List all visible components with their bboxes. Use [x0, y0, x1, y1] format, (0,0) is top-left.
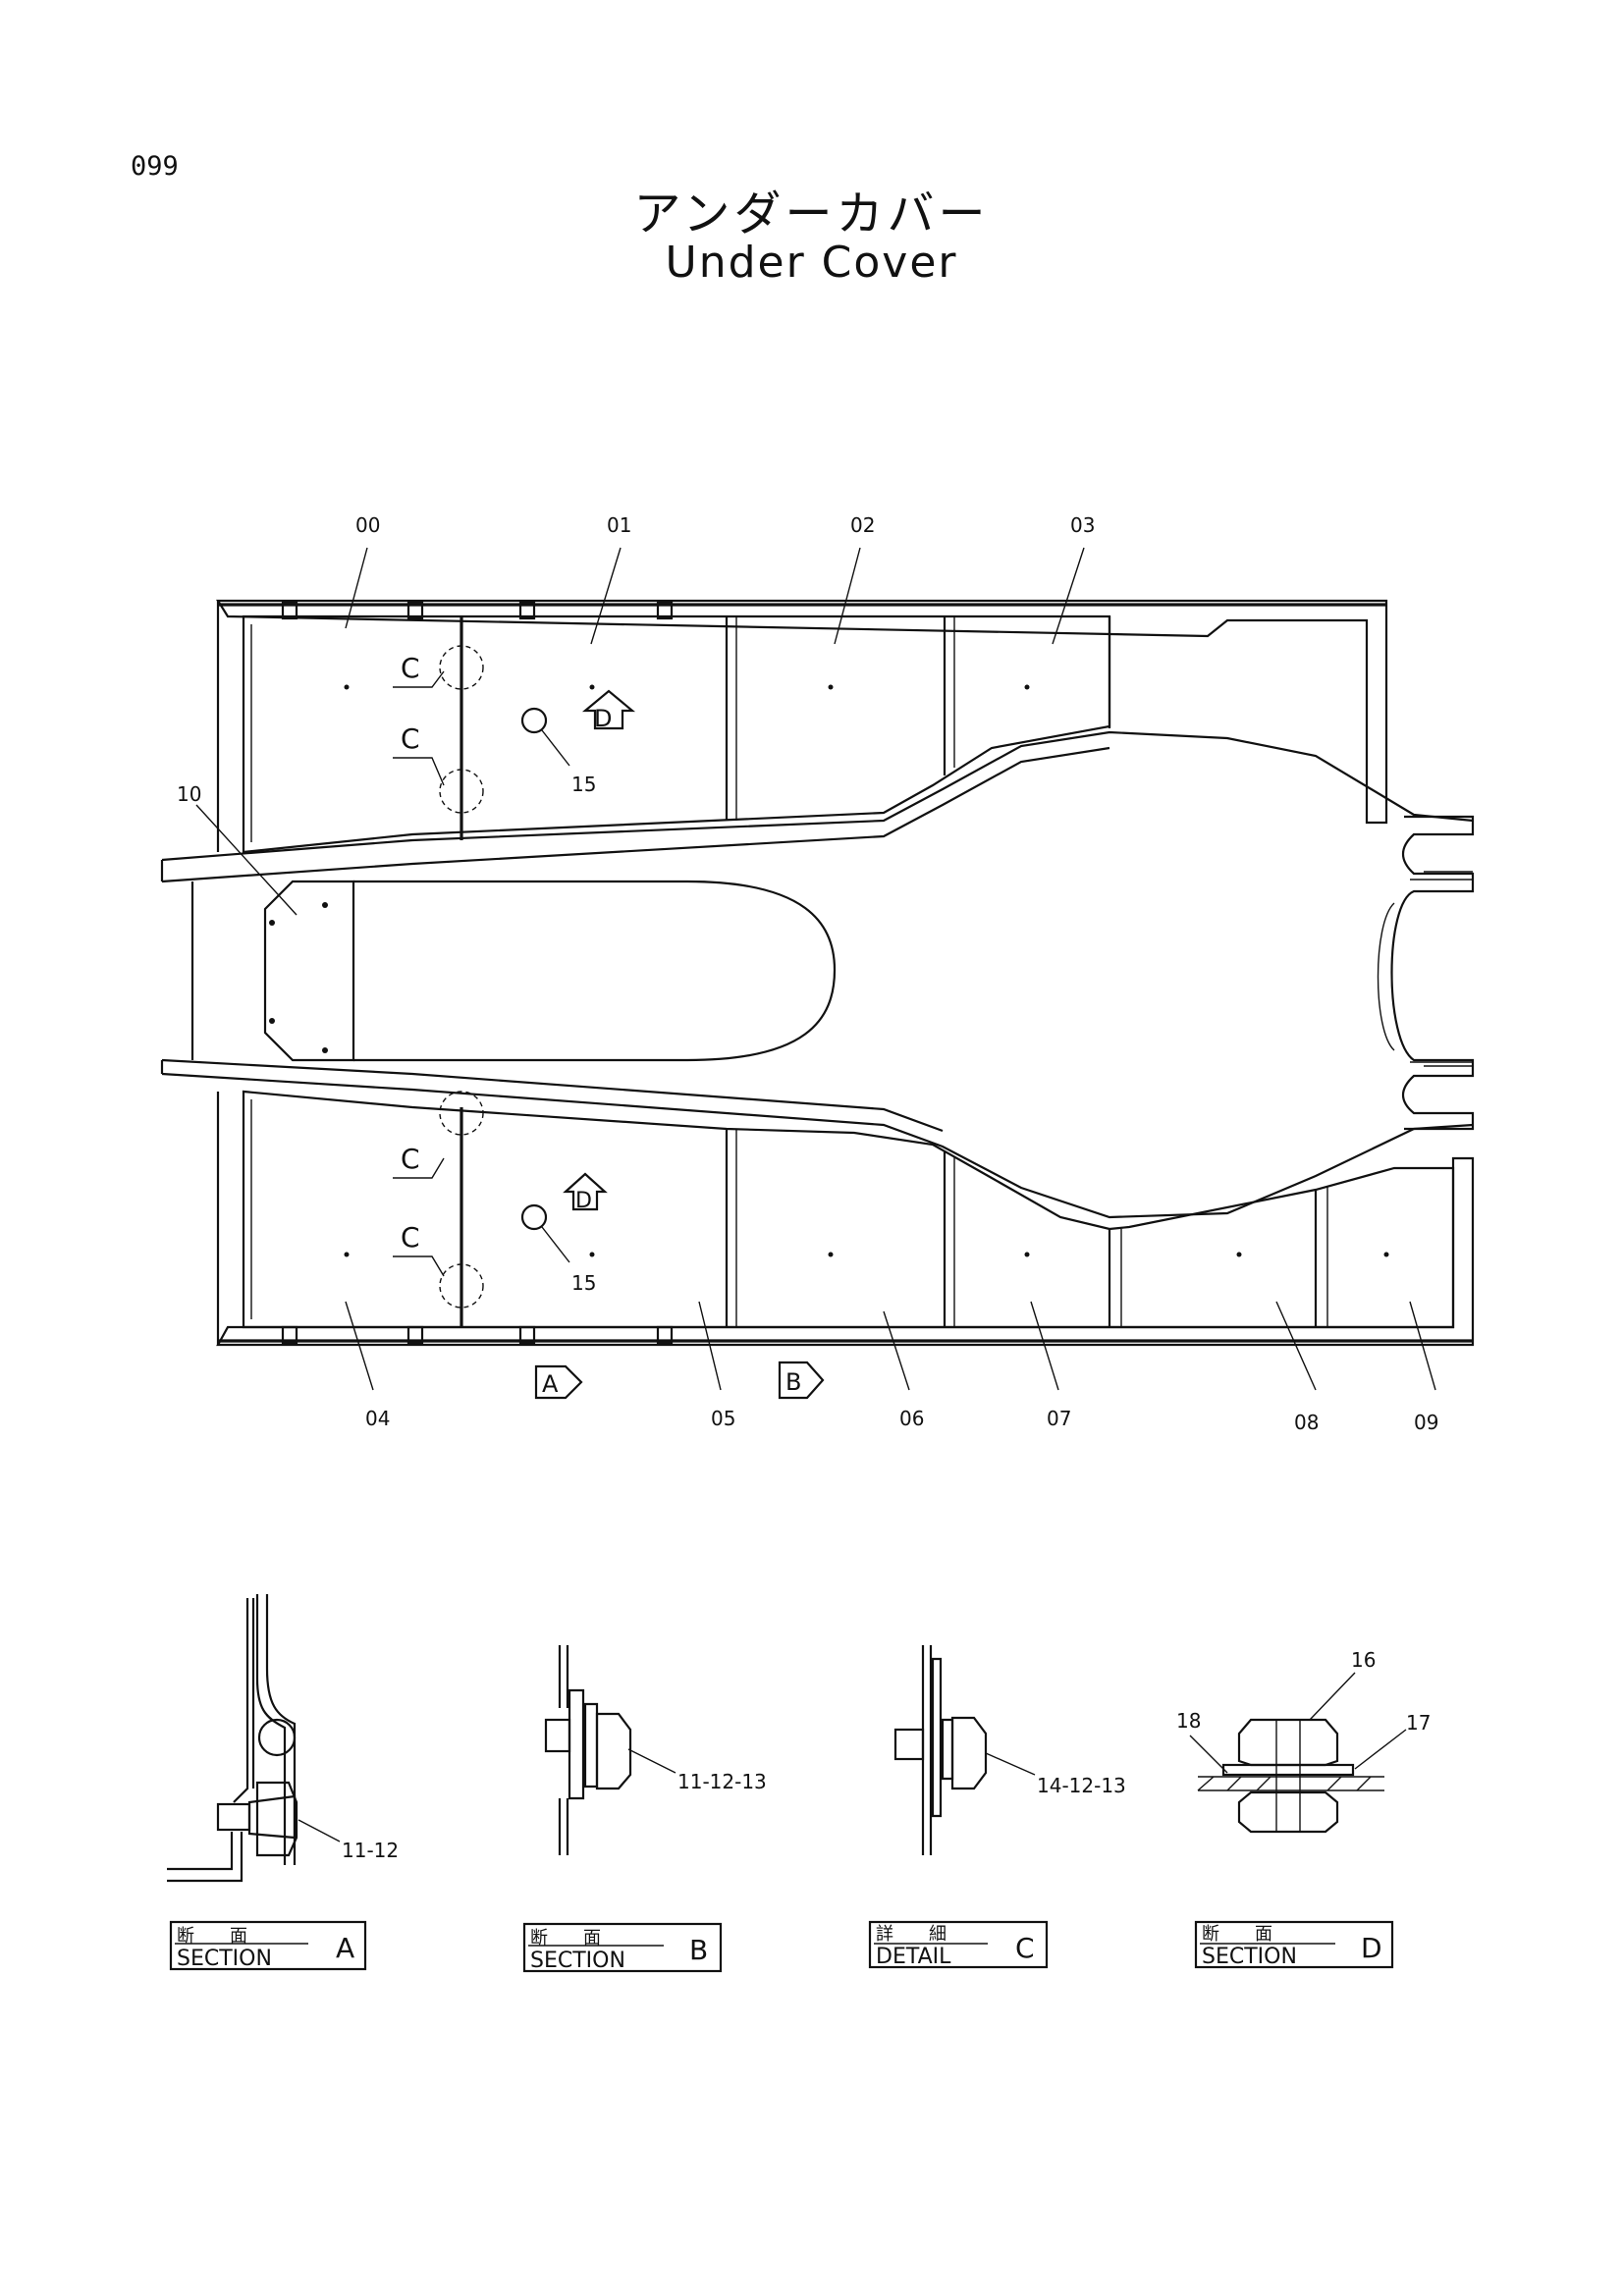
callout-18: 18: [1176, 1709, 1201, 1733]
detail-c-circles: [439, 645, 484, 1308]
track-frame-upper-arm-inner: [161, 746, 1110, 883]
detail-c-drawing: 14-12-13: [893, 1645, 1126, 1855]
right-end-ring: [1377, 902, 1395, 1051]
svg-text:断 面: 断 面: [177, 1926, 247, 1947]
part-leader-lines: [195, 547, 1436, 1391]
view-marker-b: B: [785, 1368, 801, 1396]
bolt-holes: [269, 684, 1389, 1257]
svg-text:詳 細: 詳 細: [876, 1924, 947, 1945]
frame-outline-bottom: [216, 1156, 1475, 1347]
hinge-brackets-bottom: [281, 1325, 674, 1345]
c-leader-lines: [393, 670, 445, 1277]
hinge-brackets-top: [281, 601, 674, 620]
svg-text:A: A: [336, 1932, 354, 1964]
svg-text:SECTION: SECTION: [530, 1949, 625, 1973]
view-marker-a: A: [542, 1370, 559, 1398]
page-title-japanese: アンダーカバー: [633, 187, 990, 241]
view-marker-c-3: C: [401, 1143, 420, 1175]
plate-10: [263, 880, 355, 1062]
callout-17: 17: [1406, 1711, 1431, 1735]
callout-00: 00: [355, 513, 380, 537]
svg-text:C: C: [1015, 1932, 1035, 1964]
callout-10: 10: [177, 782, 201, 806]
detail-c-callout: 14-12-13: [1037, 1774, 1126, 1797]
callout-02: 02: [850, 513, 875, 537]
right-end-fork: [1390, 815, 1475, 1131]
view-marker-c-2: C: [401, 722, 420, 755]
section-label-b: 断 面 SECTION B: [522, 1922, 723, 1973]
upper-panel-row: [242, 614, 1111, 854]
svg-text:SECTION: SECTION: [1202, 1945, 1297, 1969]
d-arrow-upper: [581, 689, 636, 730]
view-marker-c-1: C: [401, 652, 420, 684]
page-number: 099: [131, 151, 179, 182]
section-a-callout: 11-12: [342, 1839, 399, 1862]
svg-text:DETAIL: DETAIL: [876, 1945, 951, 1969]
page-title: Under Cover: [665, 238, 958, 288]
b-arrow: [778, 1361, 825, 1400]
view-marker-c-4: C: [401, 1221, 420, 1254]
section-b-detail: 11-12-13: [544, 1645, 767, 1855]
section-label-a: 断 面 SECTION A: [169, 1920, 367, 1971]
view-marker-d-upper: D: [594, 705, 612, 732]
track-frame-lower-arm-inner: [161, 1058, 944, 1133]
plan-view: D D A B C C C C 00 01 02 03 10 15 15 04 …: [160, 513, 1475, 1434]
a-arrow: [534, 1364, 583, 1400]
callout-04: 04: [365, 1407, 390, 1430]
callout-01: 01: [607, 513, 631, 537]
callout-07: 07: [1047, 1407, 1071, 1430]
section-label-c: 詳 細 DETAIL C: [868, 1920, 1049, 1969]
right-end-fork-lines: [1410, 871, 1473, 1067]
track-frame-lower-arm: [161, 1072, 1474, 1219]
callout-15-upper: 15: [571, 773, 596, 796]
callout-03: 03: [1070, 513, 1095, 537]
frame-outline-top: [216, 599, 1388, 825]
track-frame-center-lobe: [353, 880, 837, 1062]
svg-text:B: B: [689, 1934, 708, 1966]
callout-15-lower: 15: [571, 1271, 596, 1295]
d-arrow-lower: [563, 1172, 608, 1211]
svg-text:SECTION: SECTION: [177, 1947, 272, 1971]
callout-06: 06: [899, 1407, 924, 1430]
callout-05: 05: [711, 1407, 735, 1430]
callout-08: 08: [1294, 1411, 1319, 1434]
callout-16: 16: [1351, 1648, 1376, 1672]
section-label-d: 断 面 SECTION D: [1194, 1920, 1394, 1969]
section-a-detail: 11-12: [167, 1594, 399, 1883]
view-marker-d-lower: D: [575, 1189, 592, 1213]
svg-text:断 面: 断 面: [1202, 1924, 1272, 1945]
callout-09: 09: [1414, 1411, 1438, 1434]
section-d-detail: 16 17 18: [1176, 1648, 1431, 1834]
frame-left-ends: [160, 860, 194, 1074]
svg-text:D: D: [1361, 1932, 1382, 1964]
lower-panel-row: [242, 1090, 1455, 1329]
part-15-rings: [520, 707, 548, 1231]
track-frame-upper-arm: [161, 730, 1474, 862]
svg-text:断 面: 断 面: [530, 1928, 601, 1949]
section-b-callout: 11-12-13: [677, 1770, 767, 1793]
